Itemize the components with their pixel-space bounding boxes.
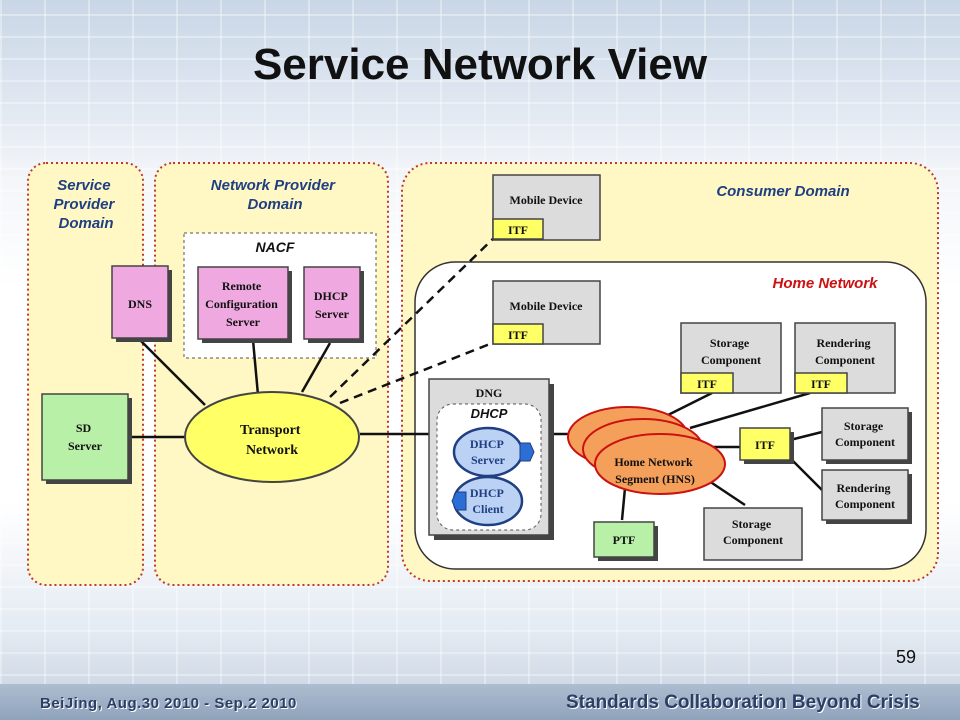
footer-bar — [0, 684, 960, 720]
footer-slogan: Standards Collaboration Beyond Crisis — [566, 692, 920, 713]
storage-component-3-label: Storage Component — [723, 517, 783, 547]
itf-mobile-1-box — [492, 218, 544, 240]
nacf-label: NACF — [256, 239, 295, 255]
itf-center-label: ITF — [755, 438, 775, 452]
storage-component-1-label: Storage Component — [701, 336, 761, 367]
itf-mobile-2-label: ITF — [508, 328, 528, 342]
itf-rendering-1-label: ITF — [811, 377, 831, 391]
dng-dhcp-server — [452, 426, 524, 478]
rendering-component-2-label: Rendering Component — [835, 481, 895, 511]
rendering-component-1-label: Rendering Component — [815, 336, 875, 367]
dhcp-server-arrow-icon — [519, 442, 535, 462]
dns-box — [111, 265, 169, 339]
storage-component-3-box — [703, 507, 803, 561]
connection-lines — [131, 337, 823, 521]
dhcp-server-nacf-label: DHCP Server — [314, 289, 350, 321]
dng-dhcp-server-label: DHCP Server — [470, 437, 506, 467]
dhcp-client-arrow-icon — [451, 491, 467, 511]
network-provider-domain-label: Network Provider Domain — [211, 177, 339, 213]
sd-server — [41, 393, 129, 481]
itf-rendering-1-box — [794, 372, 848, 394]
storage-component-2-box — [821, 407, 909, 461]
storage-component-2-label: Storage Component — [835, 419, 895, 449]
dng-dhcp-client-label: DHCP Client — [470, 486, 506, 516]
footer-location-date: BeiJing, Aug.30 2010 - Sep.2 2010 — [40, 695, 297, 712]
consumer-domain-label: Consumer Domain — [716, 183, 849, 200]
itf-mobile-1-label: ITF — [508, 223, 528, 237]
itf-storage-1-label: ITF — [697, 377, 717, 391]
remote-config-label: Remote Configuration Server — [205, 279, 281, 329]
dhcp-server-nacf — [303, 266, 361, 340]
dashed-connections — [329, 231, 501, 405]
itf-storage-1-box — [680, 372, 734, 394]
rendering-component-2-box — [821, 469, 909, 521]
dng-dhcp-label: DHCP — [471, 406, 508, 421]
remote-config-server — [197, 266, 289, 340]
itf-center-box — [739, 427, 791, 461]
sd-server-label: SD Server — [68, 421, 103, 453]
home-network-label: Home Network — [772, 275, 878, 292]
hns-label: Home Network Segment (HNS) — [614, 455, 695, 486]
hns-segment — [594, 433, 726, 495]
ptf-box — [593, 521, 655, 558]
slide-title: Service Network View — [252, 40, 708, 89]
transport-network — [184, 391, 360, 483]
mobile-device-1-label: Mobile Device — [510, 193, 584, 207]
transport-network-label: Transport Network — [240, 423, 304, 458]
dng-label: DNG — [476, 386, 503, 400]
service-provider-domain-label: Service Provider Domain — [53, 177, 118, 232]
itf-mobile-2-box — [492, 323, 544, 345]
dns-label: DNS — [128, 297, 152, 311]
mobile-device-2-label: Mobile Device — [510, 299, 584, 313]
ptf-label: PTF — [613, 533, 636, 547]
page-number: 59 — [896, 647, 917, 667]
